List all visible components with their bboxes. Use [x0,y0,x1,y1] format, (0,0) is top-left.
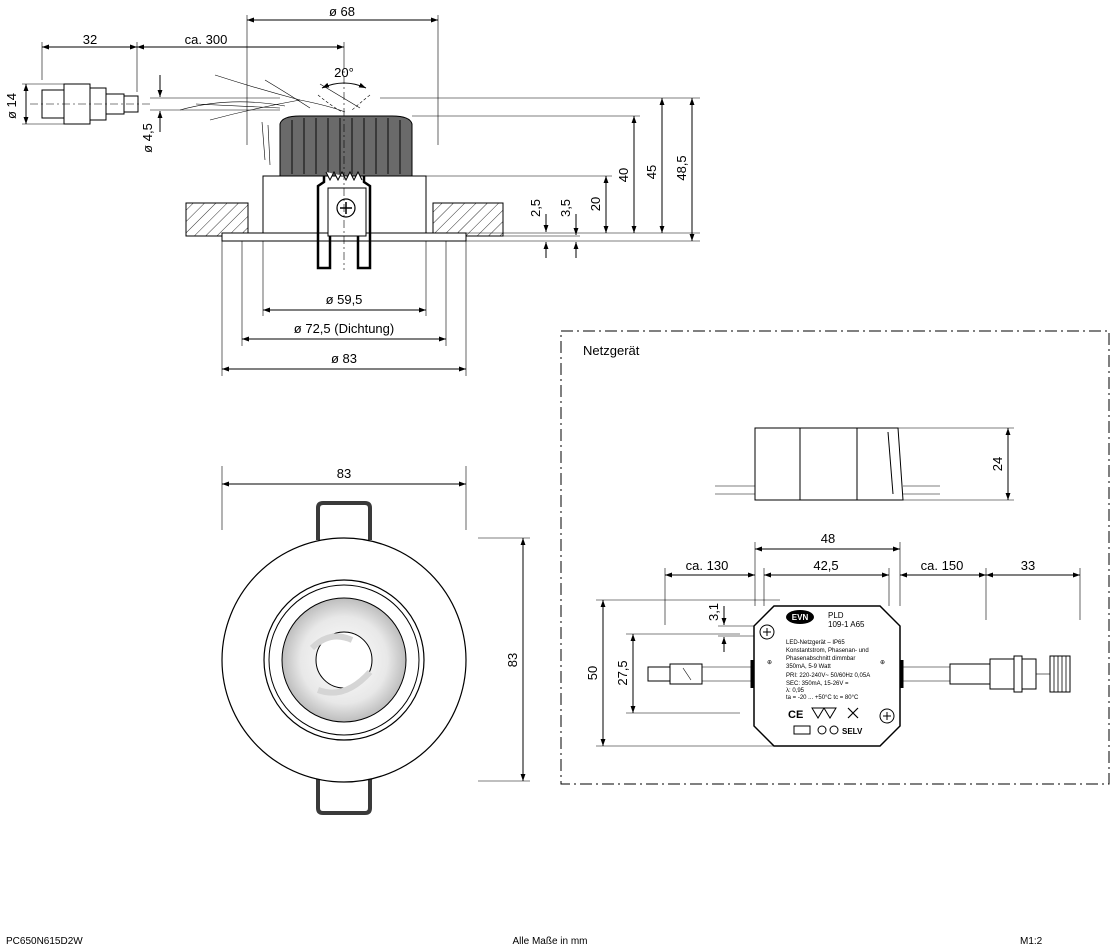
connector-plug [30,83,150,125]
label-line2: Konstantstrom, Phasenan- und [786,648,869,654]
dim-driver-w48: 48 [821,531,835,546]
driver-box-title: Netzgerät [583,343,640,358]
driver-side-view: 24 [715,427,1014,501]
brand-logo [786,610,814,624]
dim-ca150: ca. 150 [921,558,964,573]
dim-angle: 20° [334,65,354,80]
dim-h40: 40 [616,168,631,182]
clip-top [316,501,372,540]
driver-box-frame [560,330,1110,785]
dim-d595: ø 59,5 [326,292,363,307]
ceiling-section-right [432,202,504,237]
brand-text: EVN [792,613,809,622]
label-line6: SEC: 350mA, 15-26V = [786,681,849,687]
dim-h25: 2,5 [528,199,543,217]
driver-box: Netzgerät 24 48 42,5 [560,330,1110,785]
label-line7: λ: 0,95 [786,688,805,694]
dim-d45: ø 4,5 [140,123,155,153]
dim-driver-h24: 24 [990,457,1005,471]
article-number: PC650N615D2W [6,936,83,947]
terminal-icon-l: ⊕ [767,660,772,666]
dim-d14: ø 14 [4,93,19,119]
dim-h35: 3,5 [558,199,573,217]
weee-bin-icon [847,707,859,719]
dim-driver-h50: 50 [585,666,600,680]
driver-cables [647,655,1071,693]
dim-h20: 20 [588,197,603,211]
footer: PC650N615D2W Alle Maße in mm M1:2 [6,936,1043,947]
units-note: Alle Maße in mm [512,936,587,947]
symbol-icon [817,725,827,735]
clip-bottom [316,770,372,815]
dim-d83: ø 83 [331,351,357,366]
selv-mark: SELV [842,727,863,736]
scale-note: M1:2 [1020,936,1043,947]
side-view-dimensions: ø 68 32 ca. 300 20° ø 14 ø 4,5 [4,4,700,376]
dim-ca300: ca. 300 [185,32,228,47]
driver-body [753,605,901,747]
heatsink [279,115,413,177]
dim-driver-w33: 33 [1021,558,1035,573]
label-line1: LED-Netzgerät – IP65 [786,640,845,646]
dim-d68: ø 68 [329,4,355,19]
ceiling-section-left [185,202,249,237]
class-icon [793,725,811,735]
driver-top-dimensions: 48 42,5 ca. 130 ca. 150 33 3,1 5 [585,531,1081,747]
cable-ghost-lines [179,74,371,166]
dim-h485: 48,5 [674,155,689,180]
warning-triangle-icon [811,707,837,719]
dim-ca130: ca. 130 [686,558,729,573]
model-line1: PLD [828,611,844,620]
driver-label: EVN PLD 109-1 A65 LED-Netzgerät – IP65 K… [767,610,885,736]
model-line2: 109-1 A65 [828,620,865,629]
dim-driver-h275: 27,5 [615,660,630,685]
dim-driver-h31: 3,1 [706,603,721,621]
dim-top-height: 83 [505,653,520,667]
dim-driver-w425: 42,5 [813,558,838,573]
heatsink-fins [291,118,401,174]
dim-d725: ø 72,5 (Dichtung) [294,321,394,336]
dim-32: 32 [83,32,97,47]
label-line5: PRI: 220-240V~ 50/60Hz 0,05A [786,673,870,679]
label-line4: 350mA, 5-9 Watt [786,664,831,670]
dim-top-width: 83 [337,466,351,481]
label-line8: ta = -20 ... +50°C tc = 80°C [786,695,859,701]
top-view: 83 83 [221,466,530,815]
spring-clip [316,176,372,270]
side-view: ø 68 32 ca. 300 20° ø 14 ø 4,5 [4,4,700,376]
label-line3: Phasenabschnitt dimmbar [786,656,855,662]
dim-h45: 45 [644,165,659,179]
terminal-icon-r: ⊕ [880,660,885,666]
ce-mark: CE [788,709,803,721]
